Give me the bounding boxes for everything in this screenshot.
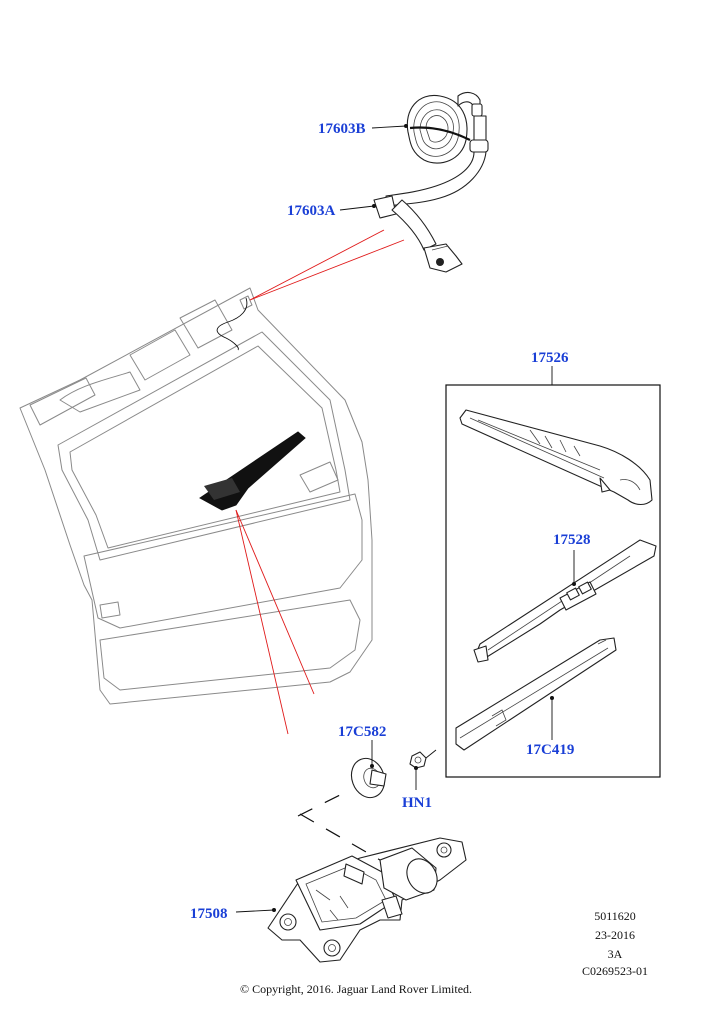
assembly-dashes [297,789,381,861]
callout-17C582[interactable]: 17C582 [338,724,386,740]
kit-box-17526 [445,384,661,778]
wiper-motor-17508 [267,837,467,963]
callout-17508[interactable]: 17508 [190,906,228,922]
ref-number: 5011620 [594,909,636,923]
callout-17603A[interactable]: 17603A [287,203,336,219]
callout-17526[interactable]: 17526 [531,350,569,366]
harness-on-tailgate [216,297,248,351]
callout-17528[interactable]: 17528 [553,532,591,548]
callout-17603B[interactable]: 17603B [318,121,366,137]
wiper-arm-17528 [473,539,657,663]
copyright: © Copyright, 2016. Jaguar Land Rover Lim… [240,982,472,996]
revision: 3A [608,947,623,961]
callout-HN1[interactable]: HN1 [402,795,432,811]
harness-coil-17603b [406,91,489,164]
nut-HN1 [409,749,437,769]
harness-tube-17603a [373,151,487,273]
tailgate-ghost [19,287,373,705]
illustration-id: C0269523-01 [582,964,648,978]
callout-leaders [235,124,576,913]
wiper-on-tailgate [199,431,306,511]
date-code: 23-2016 [595,928,635,942]
callout-17C419[interactable]: 17C419 [526,742,574,758]
arm-cover-17C419 [455,637,617,751]
cap-17C582 [350,757,387,799]
wiper-blade [459,409,653,506]
red-leaders [235,229,405,735]
